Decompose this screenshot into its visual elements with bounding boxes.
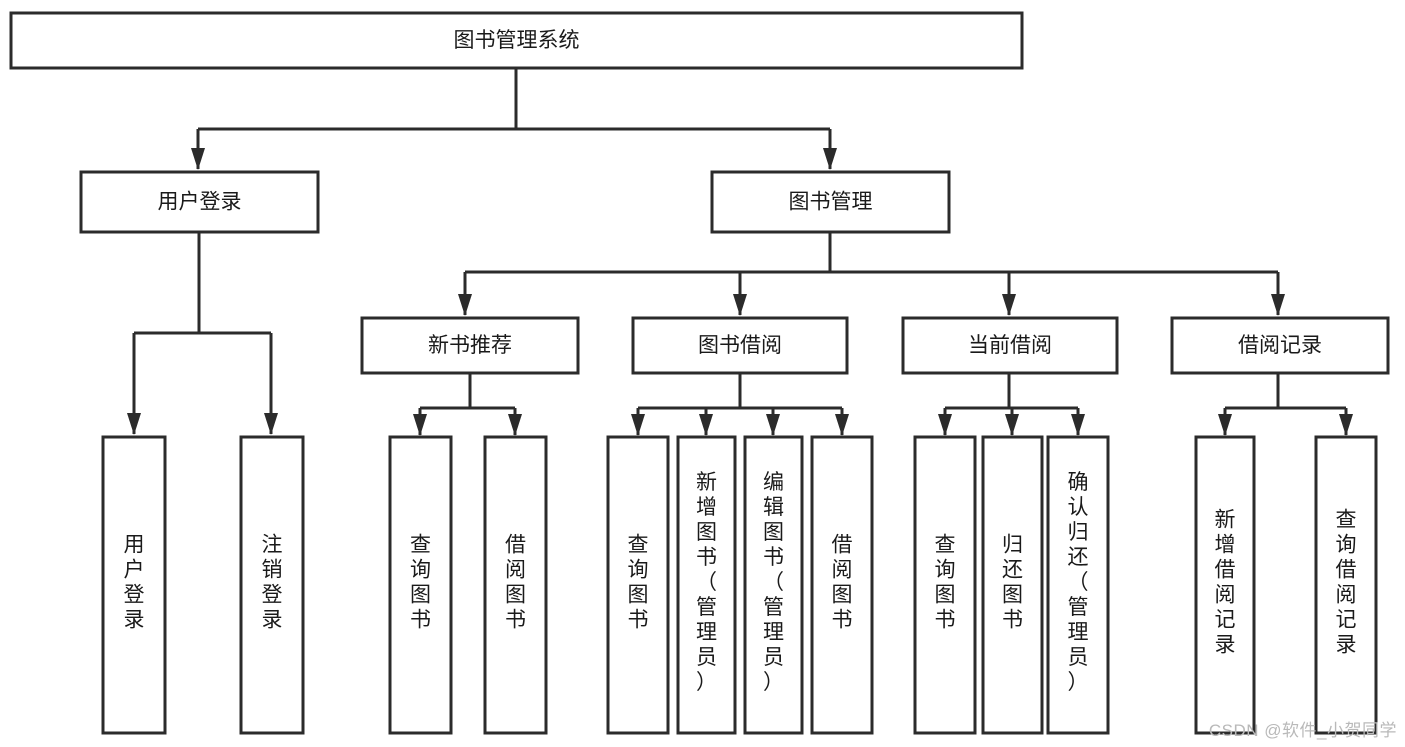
node-label-leaf-logout-login: 注销登录 [262,534,283,632]
node-label-root: 图书管理系统 [454,29,580,52]
node-box-leaf-user-login[interactable] [101,435,167,735]
node-label-book-management: 图书管理 [789,191,873,214]
node-new-book-recommend[interactable]: 新书推荐 [360,316,580,375]
node-user-login[interactable]: 用户登录 [79,170,320,234]
node-box-leaf-add-borrow-record[interactable] [1194,435,1256,735]
arrow-head-icon [191,148,205,170]
node-leaf-add-book-admin[interactable]: 新增图书（管理员） [676,435,737,735]
node-box-book-borrow[interactable] [631,316,849,375]
node-label-leaf-edit-book-admin: 编辑图书（管理员） [763,471,784,694]
node-root[interactable]: 图书管理系统 [9,11,1024,70]
node-box-book-management[interactable] [710,170,951,234]
node-label-leaf-add-book-admin: 新增图书（管理员） [696,471,717,694]
node-borrow-record[interactable]: 借阅记录 [1170,316,1390,375]
node-box-new-book-recommend[interactable] [360,316,580,375]
node-box-leaf-return-book[interactable] [981,435,1044,735]
node-label-leaf-query-book-current: 查询图书 [935,534,956,632]
arrow-head-icon [1071,414,1085,436]
node-label-leaf-confirm-return-admin: 确认归还（管理员） [1068,471,1089,694]
arrow-head-icon [1339,414,1353,436]
node-box-leaf-logout-login[interactable] [239,435,305,735]
node-box-leaf-add-book-admin[interactable] [676,435,737,735]
node-box-user-login[interactable] [79,170,320,234]
arrow-head-icon [1218,414,1232,436]
node-leaf-logout-login[interactable]: 注销登录 [239,435,305,735]
node-leaf-return-book[interactable]: 归还图书 [981,435,1044,735]
arrow-head-icon [508,414,522,436]
node-box-leaf-confirm-return-admin[interactable] [1046,435,1110,735]
arrow-head-icon [631,414,645,436]
node-box-leaf-query-book-recommend[interactable] [388,435,453,735]
arrow-head-icon [1271,294,1285,316]
node-box-leaf-query-borrow-record[interactable] [1314,435,1378,735]
node-leaf-borrow-book-recommend[interactable]: 借阅图书 [483,435,548,735]
node-box-borrow-record[interactable] [1170,316,1390,375]
arrow-head-icon [699,414,713,436]
node-box-leaf-query-book-current[interactable] [913,435,977,735]
node-label-borrow-record: 借阅记录 [1238,334,1322,357]
node-leaf-query-book-recommend[interactable]: 查询图书 [388,435,453,735]
arrow-head-icon [938,414,952,436]
node-box-leaf-query-book-borrow[interactable] [606,435,670,735]
arrow-head-icon [766,414,780,436]
node-label-current-borrow: 当前借阅 [968,334,1052,357]
node-label-leaf-user-login: 用户登录 [124,534,145,632]
node-leaf-confirm-return-admin[interactable]: 确认归还（管理员） [1046,435,1110,735]
arrow-head-icon [1005,414,1019,436]
node-label-leaf-borrow-book: 借阅图书 [832,534,853,632]
node-box-root[interactable] [9,11,1024,70]
connectors-layer [127,68,1353,436]
arrow-head-icon [823,148,837,170]
node-leaf-add-borrow-record[interactable]: 新增借阅记录 [1194,435,1256,735]
arrow-head-icon [413,414,427,436]
node-current-borrow[interactable]: 当前借阅 [901,316,1119,375]
node-box-leaf-edit-book-admin[interactable] [743,435,804,735]
arrow-head-icon [1002,294,1016,316]
node-label-leaf-return-book: 归还图书 [1002,534,1023,632]
node-label-leaf-query-book-borrow: 查询图书 [628,534,649,632]
node-leaf-user-login[interactable]: 用户登录 [101,435,167,735]
node-book-management[interactable]: 图书管理 [710,170,951,234]
node-leaf-borrow-book[interactable]: 借阅图书 [810,435,874,735]
node-label-leaf-query-borrow-record: 查询借阅记录 [1336,509,1357,657]
node-box-leaf-borrow-book[interactable] [810,435,874,735]
node-leaf-query-book-current[interactable]: 查询图书 [913,435,977,735]
node-label-book-borrow: 图书借阅 [698,334,782,357]
node-label-leaf-add-borrow-record: 新增借阅记录 [1215,509,1236,657]
arrow-head-icon [733,294,747,316]
boxes-layer: 图书管理系统用户登录图书管理新书推荐图书借阅当前借阅借阅记录用户登录注销登录查询… [9,11,1390,735]
arrow-head-icon [835,414,849,436]
node-book-borrow[interactable]: 图书借阅 [631,316,849,375]
node-leaf-query-borrow-record[interactable]: 查询借阅记录 [1314,435,1378,735]
arrow-head-icon [264,413,278,435]
node-label-user-login: 用户登录 [158,191,242,214]
node-label-leaf-borrow-book-recommend: 借阅图书 [505,534,526,632]
node-label-leaf-query-book-recommend: 查询图书 [410,534,431,632]
node-label-new-book-recommend: 新书推荐 [428,334,512,357]
node-leaf-edit-book-admin[interactable]: 编辑图书（管理员） [743,435,804,735]
node-box-current-borrow[interactable] [901,316,1119,375]
arrow-head-icon [127,413,141,435]
node-leaf-query-book-borrow[interactable]: 查询图书 [606,435,670,735]
node-box-leaf-borrow-book-recommend[interactable] [483,435,548,735]
arrow-head-icon [458,294,472,316]
